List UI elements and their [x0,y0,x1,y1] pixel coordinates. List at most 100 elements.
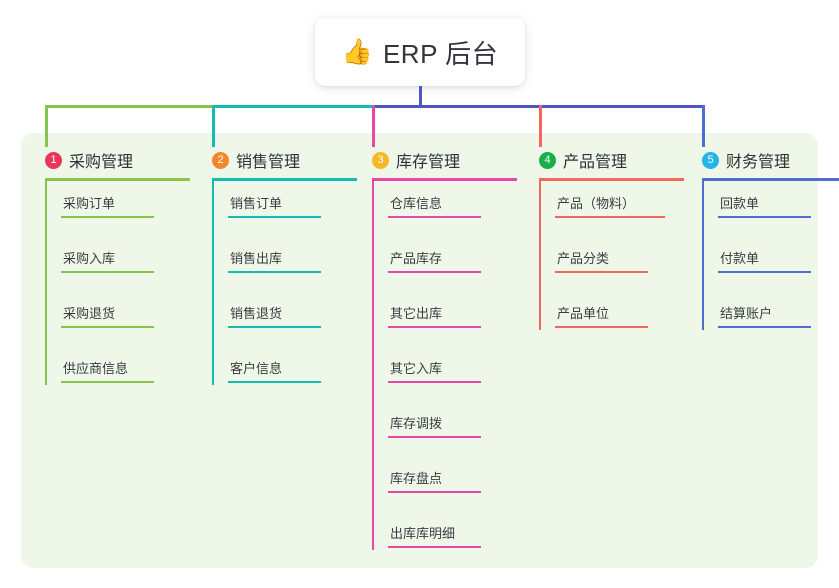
leaf-node[interactable]: 回款单 [718,188,811,218]
leaf-node[interactable]: 结算账户 [718,298,811,328]
branch-column-1: 1 采购管理采购订单采购入库采购退货供应商信息 [33,142,193,385]
branch-header-rule [702,178,839,181]
leaf-node[interactable]: 付款单 [718,243,811,273]
branch-column-5: 5 财务管理回款单付款单结算账户 [690,142,839,330]
leaf-node[interactable]: 其它出库 [388,298,481,328]
branch-header-label: 产品管理 [563,154,628,171]
leaf-node-rule [228,326,321,328]
leaf-node-label: 产品分类 [557,251,610,266]
leaf-node-rule [388,216,481,218]
branch-number-badge: 5 [702,151,719,169]
leaf-node[interactable]: 产品（物料） [555,188,665,218]
column-drop-connector [45,105,48,147]
leaf-node-label: 产品库存 [390,251,443,266]
leaf-node[interactable]: 采购订单 [61,188,154,218]
branch-column-3: 3 库存管理仓库信息产品库存其它出库其它入库库存调拨库存盘点出库库明细 [360,142,520,550]
leaf-node[interactable]: 库存调拨 [388,408,481,438]
branch-header[interactable]: 1 采购管理 [33,142,193,178]
leaf-node-rule [388,436,481,438]
bus-segment [212,105,375,108]
leaf-node-label: 产品单位 [557,306,610,321]
leaf-node-rule [61,271,154,273]
leaf-node-label: 产品（物料） [557,196,636,211]
leaf-node-rule [555,271,648,273]
leaf-node-rule [61,381,154,383]
leaf-node-label: 采购订单 [63,196,116,211]
leaf-node-rule [555,216,665,218]
leaf-node[interactable]: 其它入库 [388,353,481,383]
leaf-node-label: 结算账户 [720,306,773,321]
leaf-node-label: 采购入库 [63,251,116,266]
leaf-node-rule [388,491,481,493]
leaf-node[interactable]: 销售退货 [228,298,321,328]
leaf-node[interactable]: 库存盘点 [388,463,481,493]
leaf-node-label: 供应商信息 [63,361,129,376]
leaf-node-rule [61,326,154,328]
leaf-node[interactable]: 采购退货 [61,298,154,328]
branch-header-rule [45,178,190,181]
branch-number-badge: 1 [45,151,62,169]
leaf-node-rule [228,381,321,383]
leaf-node-label: 回款单 [720,196,760,211]
branch-column-4: 4 产品管理产品（物料） 产品分类产品单位 [527,142,687,330]
root-node-card[interactable]: 👍 ERP 后台 [315,18,525,86]
branch-header-label: 财务管理 [726,154,791,171]
branch-header-label: 采购管理 [69,154,134,171]
branch-number-badge: 4 [539,151,556,169]
leaf-node-label: 客户信息 [230,361,283,376]
leaf-node-label: 其它出库 [390,306,443,321]
leaf-node[interactable]: 产品库存 [388,243,481,273]
leaf-node-label: 采购退货 [63,306,116,321]
leaf-node-label: 销售订单 [230,196,283,211]
leaf-node[interactable]: 供应商信息 [61,353,154,383]
leaf-node-label: 库存盘点 [390,471,443,486]
leaf-node[interactable]: 仓库信息 [388,188,481,218]
branch-header-label: 库存管理 [396,154,461,171]
leaf-node[interactable]: 销售订单 [228,188,321,218]
branch-spine [372,178,374,550]
leaf-node-rule [228,216,321,218]
bus-segment [539,105,705,108]
column-drop-connector [539,105,542,147]
leaf-node-rule [388,326,481,328]
leaf-node-rule [718,271,811,273]
leaf-node[interactable]: 销售出库 [228,243,321,273]
branch-header-label: 销售管理 [236,154,301,171]
leaf-node[interactable]: 采购入库 [61,243,154,273]
leaf-node-rule [388,271,481,273]
leaf-node[interactable]: 产品分类 [555,243,648,273]
branch-spine [45,178,47,385]
column-drop-connector [212,105,215,147]
leaf-node-rule [555,326,648,328]
branch-spine [212,178,214,385]
bus-segment [372,105,542,108]
root-node-content: 👍 ERP 后台 [342,34,498,71]
branch-header-rule [372,178,517,181]
column-drop-connector [372,105,375,147]
leaf-node-label: 库存调拨 [390,416,443,431]
leaf-node-rule [718,216,811,218]
leaf-node[interactable]: 客户信息 [228,353,321,383]
leaf-node-label: 仓库信息 [390,196,443,211]
bus-segment [45,105,215,108]
branch-header[interactable]: 3 库存管理 [360,142,520,178]
leaf-node-rule [388,381,481,383]
leaf-node-rule [228,271,321,273]
branch-spine [539,178,541,330]
leaf-node-label: 销售出库 [230,251,283,266]
leaf-node[interactable]: 产品单位 [555,298,648,328]
branch-number-badge: 3 [372,151,389,169]
thumbs-up-icon: 👍 [341,37,373,66]
branch-header-rule [212,178,357,181]
branch-header[interactable]: 4 产品管理 [527,142,687,178]
branch-header[interactable]: 5 财务管理 [690,142,839,178]
leaf-node[interactable]: 出库库明细 [388,518,481,548]
leaf-node-rule [388,546,481,548]
root-stem-connector [419,86,422,108]
leaf-node-label: 出库库明细 [390,526,456,541]
leaf-node-label: 付款单 [720,251,760,266]
branch-spine [702,178,704,330]
